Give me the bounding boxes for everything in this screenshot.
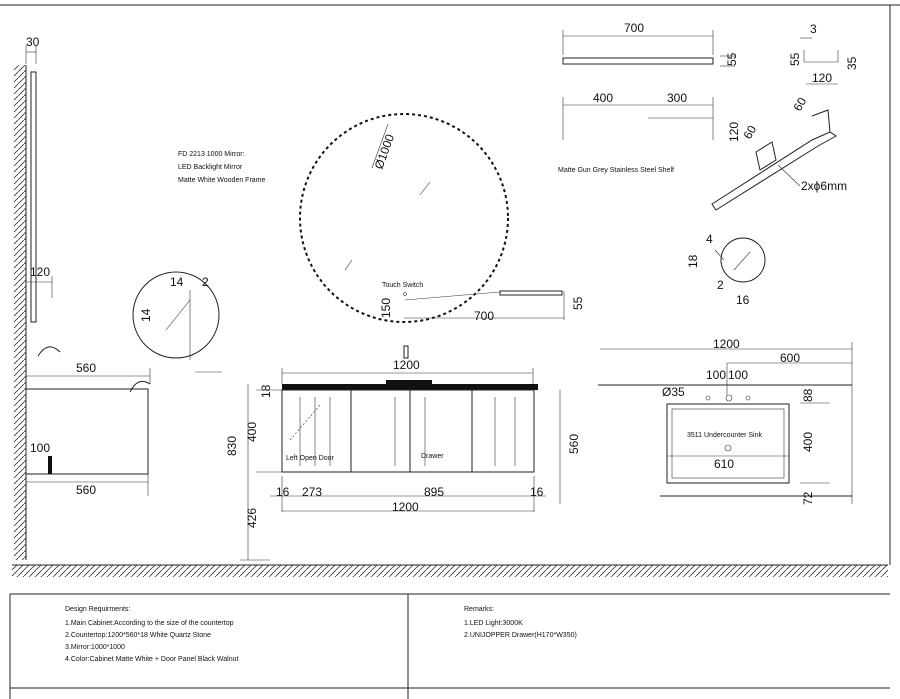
dim-front-273: 273 xyxy=(302,485,322,499)
dim-shelf-300: 300 xyxy=(667,91,687,105)
dim-top-600: 600 xyxy=(780,351,800,365)
remarks-title: Remarks: xyxy=(464,606,494,613)
dim-detail-2: 2 xyxy=(202,275,209,289)
cabinet-front-view: 1200 Left Open Door Drawer 18 400 830 42… xyxy=(225,345,581,561)
left-door-label: Left Open Door xyxy=(286,455,335,462)
dim-front-1200-bot: 1200 xyxy=(392,500,419,514)
sheet-frame xyxy=(0,4,900,699)
design-item: 2.Countertop:1200*560*18 White Quartz St… xyxy=(65,632,211,639)
dim-side-100: 100 xyxy=(30,441,50,455)
dim-switch-16: 16 xyxy=(736,293,750,307)
wall-hatch xyxy=(14,65,27,560)
dim-front-16a: 16 xyxy=(276,485,290,499)
dim-front-18: 18 xyxy=(259,384,273,398)
detail-circle: 14 2 14 xyxy=(132,271,222,373)
dim-bracket-3: 3 xyxy=(810,22,817,36)
floor-hatch xyxy=(12,564,888,577)
dim-front-830: 830 xyxy=(225,436,239,456)
dim-front-895: 895 xyxy=(424,485,444,499)
dim-shelf-55: 55 xyxy=(725,52,739,66)
dim-front-1200-top: 1200 xyxy=(393,358,420,372)
dim-bracket-120: 120 xyxy=(812,71,832,85)
dim-top-610: 610 xyxy=(714,457,734,471)
design-item: 1.Main Cabinet:According to the size of … xyxy=(65,620,234,627)
touch-switch-label: Touch Switch xyxy=(382,282,423,289)
mirror-label-line2: LED Backlight Mirror xyxy=(178,164,243,171)
dim-mirror-diameter: Ø1000 xyxy=(372,132,398,171)
dim-wall-120: 120 xyxy=(30,265,50,279)
design-item: 3.Mirror:1000*1000 xyxy=(65,644,125,651)
dim-front-16b: 16 xyxy=(530,485,544,499)
dim-detail-14a: 14 xyxy=(170,275,184,289)
shelf-top-view: 700 55 400 300 120 Matte Gun Grey Stainl… xyxy=(558,21,741,174)
mirror-label-line3: Matte White Wooden Frame xyxy=(178,177,266,184)
dim-shelf-700: 700 xyxy=(624,21,644,35)
dim-mirror-150: 150 xyxy=(379,298,393,318)
dim-top-72: 72 xyxy=(801,491,815,505)
touch-switch-detail: 4 18 2 16 xyxy=(686,232,766,307)
dim-top-100a: 100 xyxy=(706,368,726,382)
dim-front-560: 560 xyxy=(567,434,581,454)
dim-bracket-55: 55 xyxy=(788,52,802,66)
dim-shelf-60b: 60 xyxy=(790,95,809,114)
drawer-label: Drawer xyxy=(421,453,444,460)
dim-detail-14b: 14 xyxy=(139,308,153,322)
dim-shelf-400: 400 xyxy=(593,91,613,105)
cabinet-side-view: 560 100 560 xyxy=(25,346,151,497)
round-mirror-front: FD 2213 1000 Mirror: LED Backlight Mirro… xyxy=(178,113,585,323)
dim-front-400: 400 xyxy=(245,422,259,442)
dim-side-560-top: 560 xyxy=(76,361,96,375)
dim-shelf-120: 120 xyxy=(727,122,741,142)
dim-mirror-55: 55 xyxy=(571,296,585,310)
dim-switch-18: 18 xyxy=(686,254,700,268)
dim-shelf-60a: 60 xyxy=(740,123,759,142)
dim-mirror-700: 700 xyxy=(474,309,494,323)
dim-top-35: Ø35 xyxy=(662,385,685,399)
shelf-bracket-section: 3 55 35 120 xyxy=(788,22,859,85)
dim-switch-2: 2 xyxy=(717,278,724,292)
remarks: Remarks: 1.LED Light:3000K 2.UNIJOPPER D… xyxy=(464,606,577,639)
design-requirements: Design Requirments: 1.Main Cabinet:Accor… xyxy=(65,606,239,663)
dim-side-560-bot: 560 xyxy=(76,483,96,497)
dim-top-88: 88 xyxy=(801,388,815,402)
dim-top-400: 400 xyxy=(801,432,815,452)
mirror-label-line1: FD 2213 1000 Mirror: xyxy=(178,151,245,158)
dim-switch-4: 4 xyxy=(706,232,713,246)
dim-wall-30: 30 xyxy=(26,35,40,49)
countertop-top-view: 1200 600 100 100 Ø35 3511 Undercounter S… xyxy=(598,337,853,505)
dim-bracket-35: 35 xyxy=(845,56,859,70)
shelf-label: Matte Gun Grey Stainless Steel Shelf xyxy=(558,167,674,174)
remark-item: 1.LED Light:3000K xyxy=(464,620,523,627)
shelf-isometric: 60 60 2xϕ6mm xyxy=(711,95,847,211)
sink-label: 3511 Undercounter Sink xyxy=(687,432,762,439)
dim-top-100b: 100 xyxy=(728,368,748,382)
mirror-side-view: 30 120 xyxy=(25,35,53,323)
design-title: Design Requirments: xyxy=(65,606,130,613)
dim-front-426: 426 xyxy=(245,508,259,528)
dim-top-1200: 1200 xyxy=(713,337,740,351)
dim-shelf-holes: 2xϕ6mm xyxy=(801,179,847,193)
remark-item: 2.UNIJOPPER Drawer(H170*W350) xyxy=(464,632,577,639)
design-item: 4.Color:Cabinet Matte White + Door Panel… xyxy=(65,656,239,663)
